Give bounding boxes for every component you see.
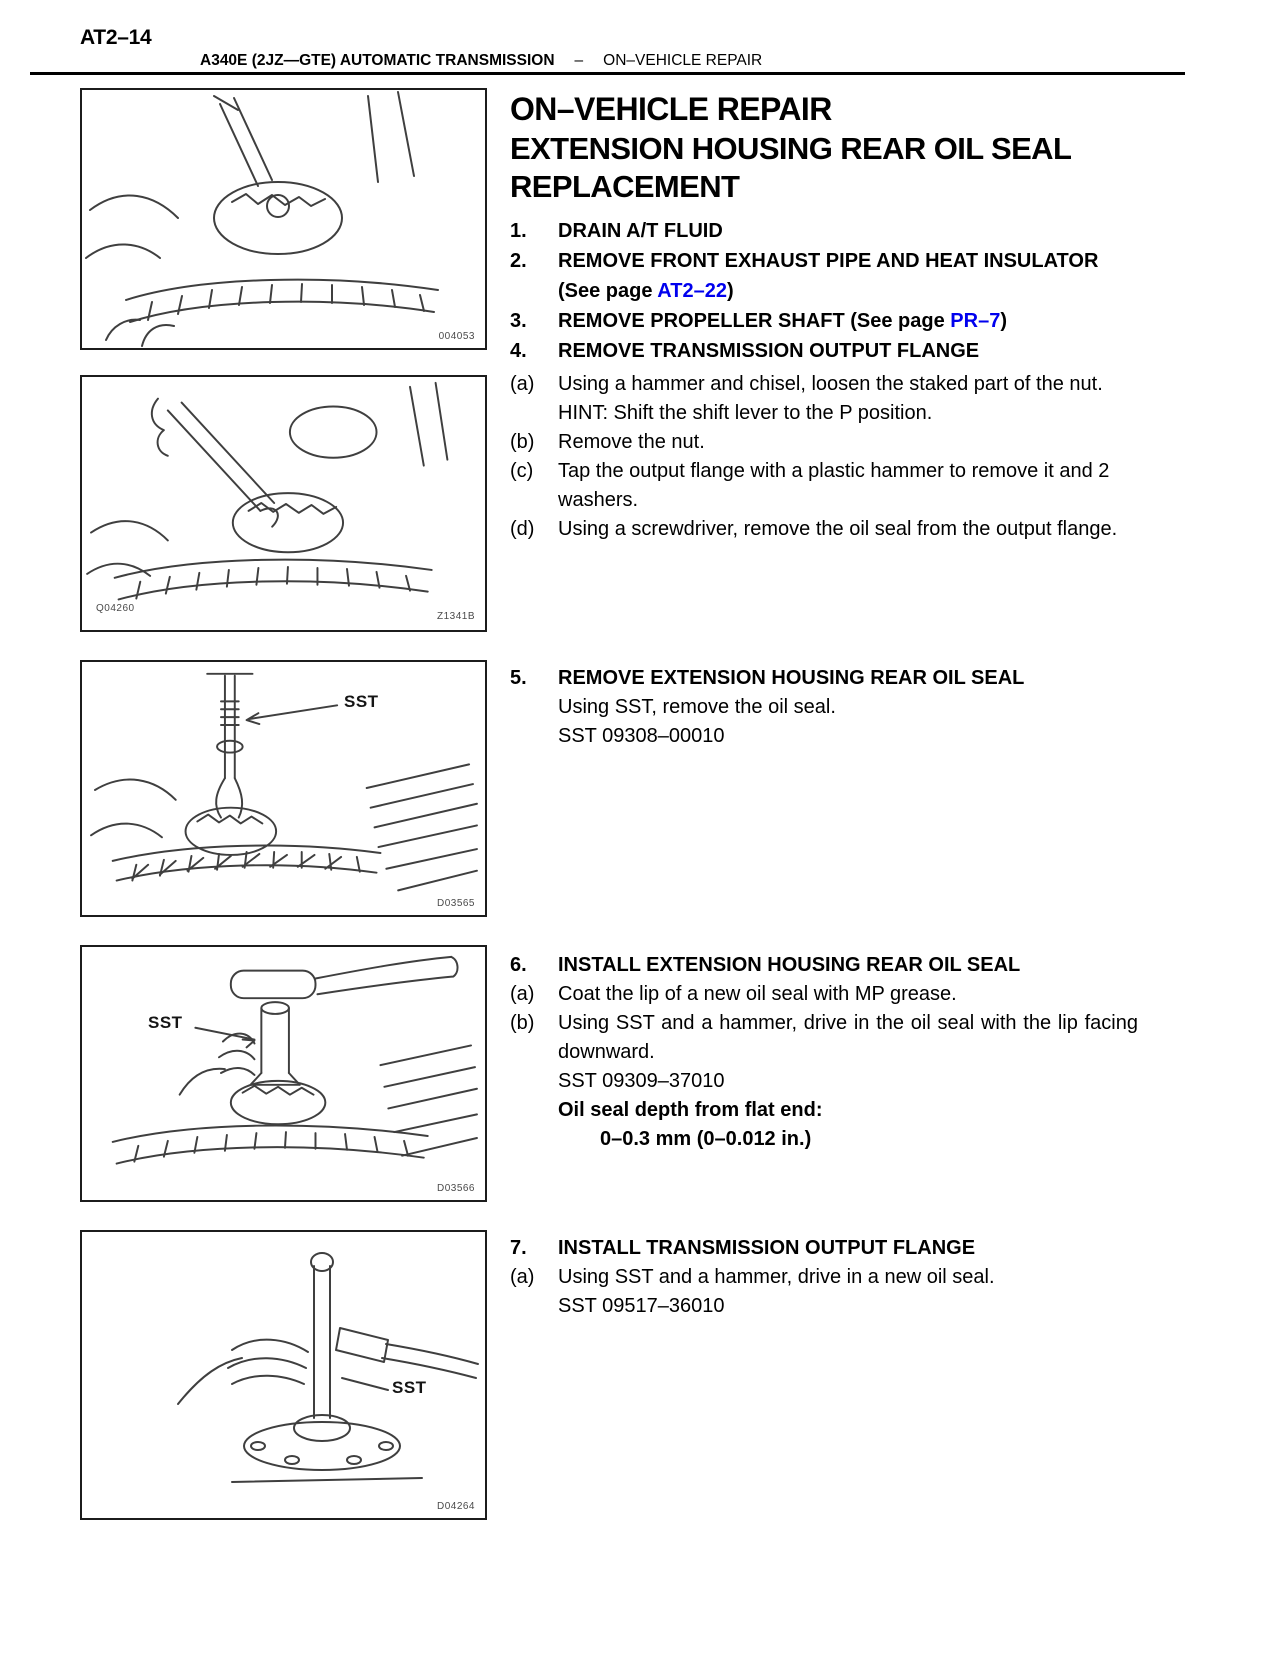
section-intro: ON–VEHICLE REPAIR EXTENSION HOUSING REAR… — [510, 88, 1138, 544]
step-number: 2. — [510, 250, 527, 272]
section-step-7: 7. INSTALL TRANSMISSION OUTPUT FLANGE (a… — [510, 1234, 1138, 1321]
page-link-pr-7[interactable]: PR–7 — [950, 310, 1001, 332]
section-step-5: 5. REMOVE EXTENSION HOUSING REAR OIL SEA… — [510, 664, 1138, 751]
substep-label: (b) — [510, 431, 535, 453]
figure-code: D03565 — [436, 898, 475, 909]
substep-label: (b) — [510, 1012, 535, 1034]
substep-text-line1: Using a hammer and chisel, loosen the st… — [558, 373, 1103, 395]
step-text-line1: REMOVE FRONT EXHAUST PIPE AND HEAT INSUL… — [558, 250, 1099, 272]
step-6: 6. INSTALL EXTENSION HOUSING REAR OIL SE… — [510, 951, 1138, 980]
step-5-body: Using SST, remove the oil seal. — [558, 696, 836, 718]
spec-title: Oil seal depth from flat end: — [558, 1099, 823, 1121]
figure-code-right: Z1341B — [436, 611, 475, 622]
sst-number: SST 09308–00010 — [558, 725, 725, 747]
step-5: 5. REMOVE EXTENSION HOUSING REAR OIL SEA… — [510, 664, 1138, 693]
header-rule — [30, 72, 1185, 75]
substep-6a: (a) Coat the lip of a new oil seal with … — [510, 980, 1138, 1009]
step-1: 1. DRAIN A/T FLUID — [510, 216, 1138, 246]
step-2: 2. REMOVE FRONT EXHAUST PIPE AND HEAT IN… — [510, 246, 1138, 306]
line-art-wrench-icon — [86, 381, 449, 601]
substep-text: Using a screwdriver, remove the oil seal… — [558, 518, 1118, 540]
substep-label: (c) — [510, 460, 534, 482]
page-number: AT2–14 — [80, 26, 152, 49]
substep-text: Tap the output flange with a plastic ham… — [558, 460, 1110, 511]
figure-code: D04264 — [436, 1501, 475, 1512]
figure-remove-nut: Q04260 Z1341B — [80, 375, 487, 632]
step-text: INSTALL EXTENSION HOUSING REAR OIL SEAL — [558, 954, 1021, 976]
sst-number: SST 09309–37010 — [558, 1070, 725, 1092]
step-text: REMOVE EXTENSION HOUSING REAR OIL SEAL — [558, 667, 1025, 689]
procedure-title-line1: EXTENSION HOUSING REAR OIL SEAL — [510, 131, 1072, 166]
page-link-at2-22[interactable]: AT2–22 — [657, 280, 727, 302]
running-header: A340E (2JZ—GTE) AUTOMATIC TRANSMISSION – O… — [200, 52, 762, 70]
substep-text: Using a hammer and chisel, loosen the st… — [558, 370, 1138, 428]
hint-text: HINT: Shift the shift lever to the P pos… — [558, 402, 933, 424]
substep-label: (a) — [510, 1266, 535, 1288]
sst-label: SST — [344, 692, 379, 711]
step-3: 3. REMOVE PROPELLER SHAFT (See page PR–7… — [510, 306, 1138, 336]
substep-text: Coat the lip of a new oil seal with MP g… — [558, 983, 957, 1005]
running-header-separator: – — [574, 52, 584, 69]
step-text: INSTALL TRANSMISSION OUTPUT FLANGE — [558, 1237, 976, 1259]
step-number: 5. — [510, 667, 527, 689]
step-number: 6. — [510, 954, 527, 976]
see-page-text: (See page — [558, 280, 658, 302]
step-text-line2: (See page AT2–22) — [558, 276, 1138, 306]
step-text: DRAIN A/T FLUID — [558, 220, 723, 242]
step-text: REMOVE PROPELLER SHAFT (See page PR–7) — [558, 306, 1138, 336]
step-number: 1. — [510, 220, 527, 242]
running-header-chapter: ON–VEHICLE REPAIR — [603, 52, 763, 69]
substep-4d: (d) Using a screwdriver, remove the oil … — [510, 515, 1138, 544]
figure-install-oil-seal-sst: SST D03566 — [80, 945, 487, 1202]
step-number: 7. — [510, 1237, 527, 1259]
figure-install-output-flange-sst: SST D04264 — [80, 1230, 487, 1520]
line-art-flange-driver-icon — [177, 1252, 479, 1483]
substep-text: Remove the nut. — [558, 431, 705, 453]
running-header-section: A340E (2JZ—GTE) AUTOMATIC TRANSMISSION — [200, 52, 555, 69]
substep-7a: (a) Using SST and a hammer, drive in a n… — [510, 1263, 1138, 1292]
step-text: REMOVE FRONT EXHAUST PIPE AND HEAT INSUL… — [558, 246, 1138, 306]
line-art-hammer-driver-icon — [111, 955, 478, 1165]
substep-4b: (b) Remove the nut. — [510, 428, 1138, 457]
spec-value: 0–0.3 mm (0–0.012 in.) — [600, 1128, 812, 1150]
sst-label: SST — [148, 1013, 183, 1032]
substep-label: (a) — [510, 983, 535, 1005]
figure-code-left: Q04260 — [96, 603, 135, 614]
substep-text: Using SST and a hammer, drive in a new o… — [558, 1266, 995, 1288]
substep-label: (d) — [510, 518, 535, 540]
step-number: 4. — [510, 340, 527, 362]
step-7: 7. INSTALL TRANSMISSION OUTPUT FLANGE — [510, 1234, 1138, 1263]
figure-remove-oil-seal-sst: SST D03565 — [80, 660, 487, 917]
sst-label: SST — [392, 1378, 427, 1397]
step-text: REMOVE TRANSMISSION OUTPUT FLANGE — [558, 340, 980, 362]
step-4: 4. REMOVE TRANSMISSION OUTPUT FLANGE — [510, 336, 1138, 366]
section-step-6: 6. INSTALL EXTENSION HOUSING REAR OIL SE… — [510, 951, 1138, 1154]
figure-code: 004053 — [438, 331, 475, 342]
close-paren: ) — [1000, 310, 1007, 332]
substep-label: (a) — [510, 373, 535, 395]
substep-4c: (c) Tap the output flange with a plastic… — [510, 457, 1138, 515]
line-art-hammer-chisel-icon — [85, 91, 439, 347]
step-text-pre: REMOVE PROPELLER SHAFT (See page — [558, 310, 951, 332]
step-number: 3. — [510, 310, 527, 332]
substep-text: Using SST and a hammer, drive in the oil… — [558, 1012, 1138, 1063]
page-title: ON–VEHICLE REPAIR — [510, 91, 832, 127]
figure-loosen-staked-nut: 004053 — [80, 88, 487, 350]
procedure-title-line2: REPLACEMENT — [510, 169, 740, 204]
line-art-seal-puller-icon — [90, 672, 478, 892]
substep-6b: (b) Using SST and a hammer, drive in the… — [510, 1009, 1138, 1067]
figure-code: D03566 — [436, 1183, 475, 1194]
sst-number: SST 09517–36010 — [558, 1295, 725, 1317]
substep-4a: (a) Using a hammer and chisel, loosen th… — [510, 370, 1138, 428]
close-paren: ) — [726, 280, 734, 302]
